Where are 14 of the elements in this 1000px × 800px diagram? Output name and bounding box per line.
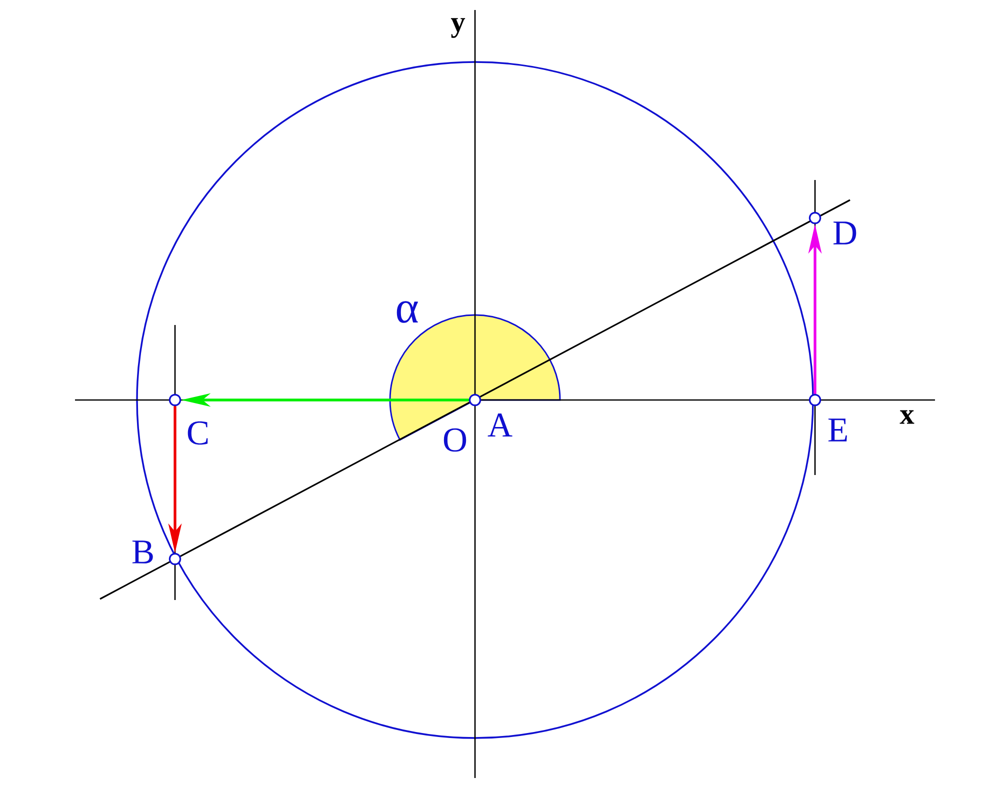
point-label: D [834,222,856,244]
angle-label: α [396,301,418,323]
point [168,552,182,566]
point-label: E [828,418,847,442]
axis-label: y [450,18,466,38]
point [168,394,182,406]
point [808,394,822,406]
point-label: B [132,540,153,564]
point [468,394,482,406]
point-label: C [188,421,208,445]
point [808,212,822,224]
origin-label: O [444,428,466,452]
point-label: A [488,414,512,436]
axis-label: x [900,410,914,424]
